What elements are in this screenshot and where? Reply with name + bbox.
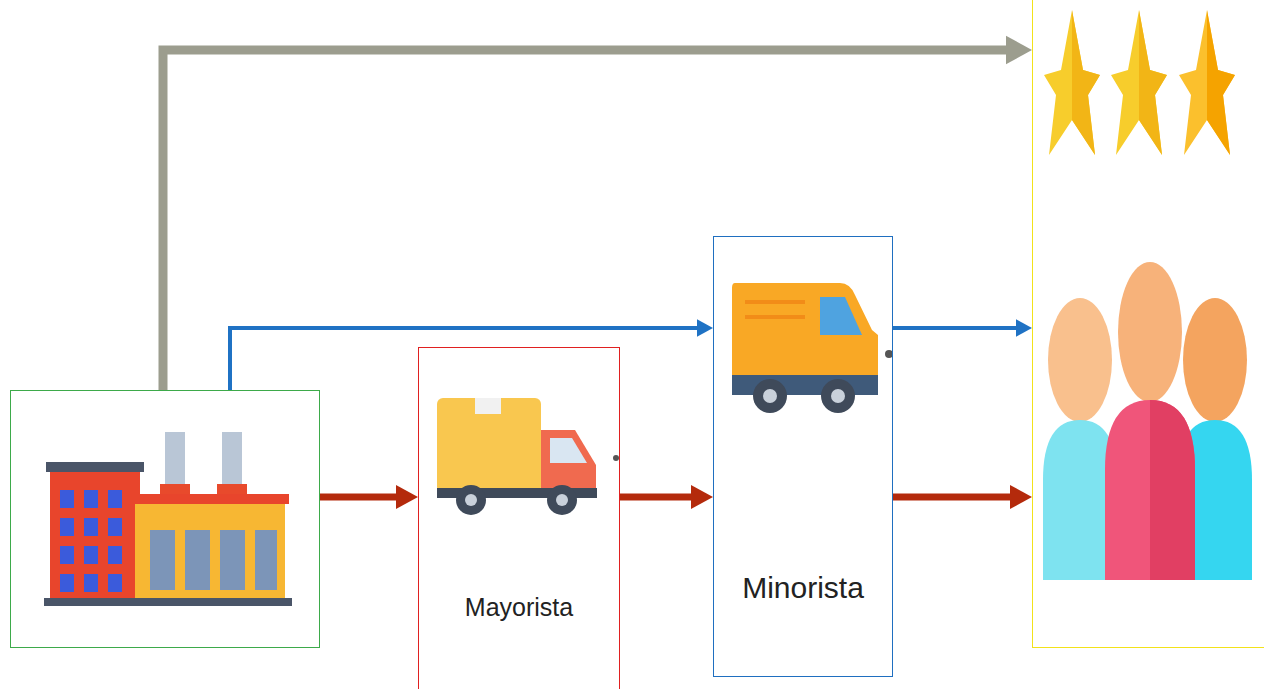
flow-arrow: [230, 319, 713, 390]
van-icon: [732, 283, 893, 413]
arrow-head: [1010, 485, 1032, 509]
flow-line: [163, 50, 1008, 390]
rating-stars: [1044, 10, 1235, 155]
flow-arrow: [320, 485, 418, 509]
wholesaler-box: Mayorista: [418, 347, 620, 689]
flow-line: [620, 494, 693, 501]
flow-line: [320, 494, 398, 501]
consumers-box: [1032, 0, 1264, 648]
flow-arrow: [893, 319, 1032, 337]
flow-line: [893, 326, 1018, 330]
arrow-head: [1016, 319, 1032, 337]
factory-icon: [44, 432, 292, 606]
flow-line: [230, 328, 699, 390]
consumers-icon: [1043, 262, 1252, 580]
arrow-head: [697, 319, 713, 337]
arrow-head: [396, 485, 418, 509]
node-label: Minorista: [714, 571, 892, 605]
arrow-head: [1006, 36, 1032, 65]
flow-arrow: [163, 36, 1032, 390]
producer-box: [10, 390, 320, 648]
truck-icon: [437, 398, 619, 515]
node-label: Mayorista: [419, 593, 619, 622]
flow-line: [893, 494, 1012, 501]
arrow-head: [691, 485, 713, 509]
flow-arrow: [620, 485, 713, 509]
flow-arrow: [893, 485, 1032, 509]
retailer-box: Minorista: [713, 236, 893, 677]
